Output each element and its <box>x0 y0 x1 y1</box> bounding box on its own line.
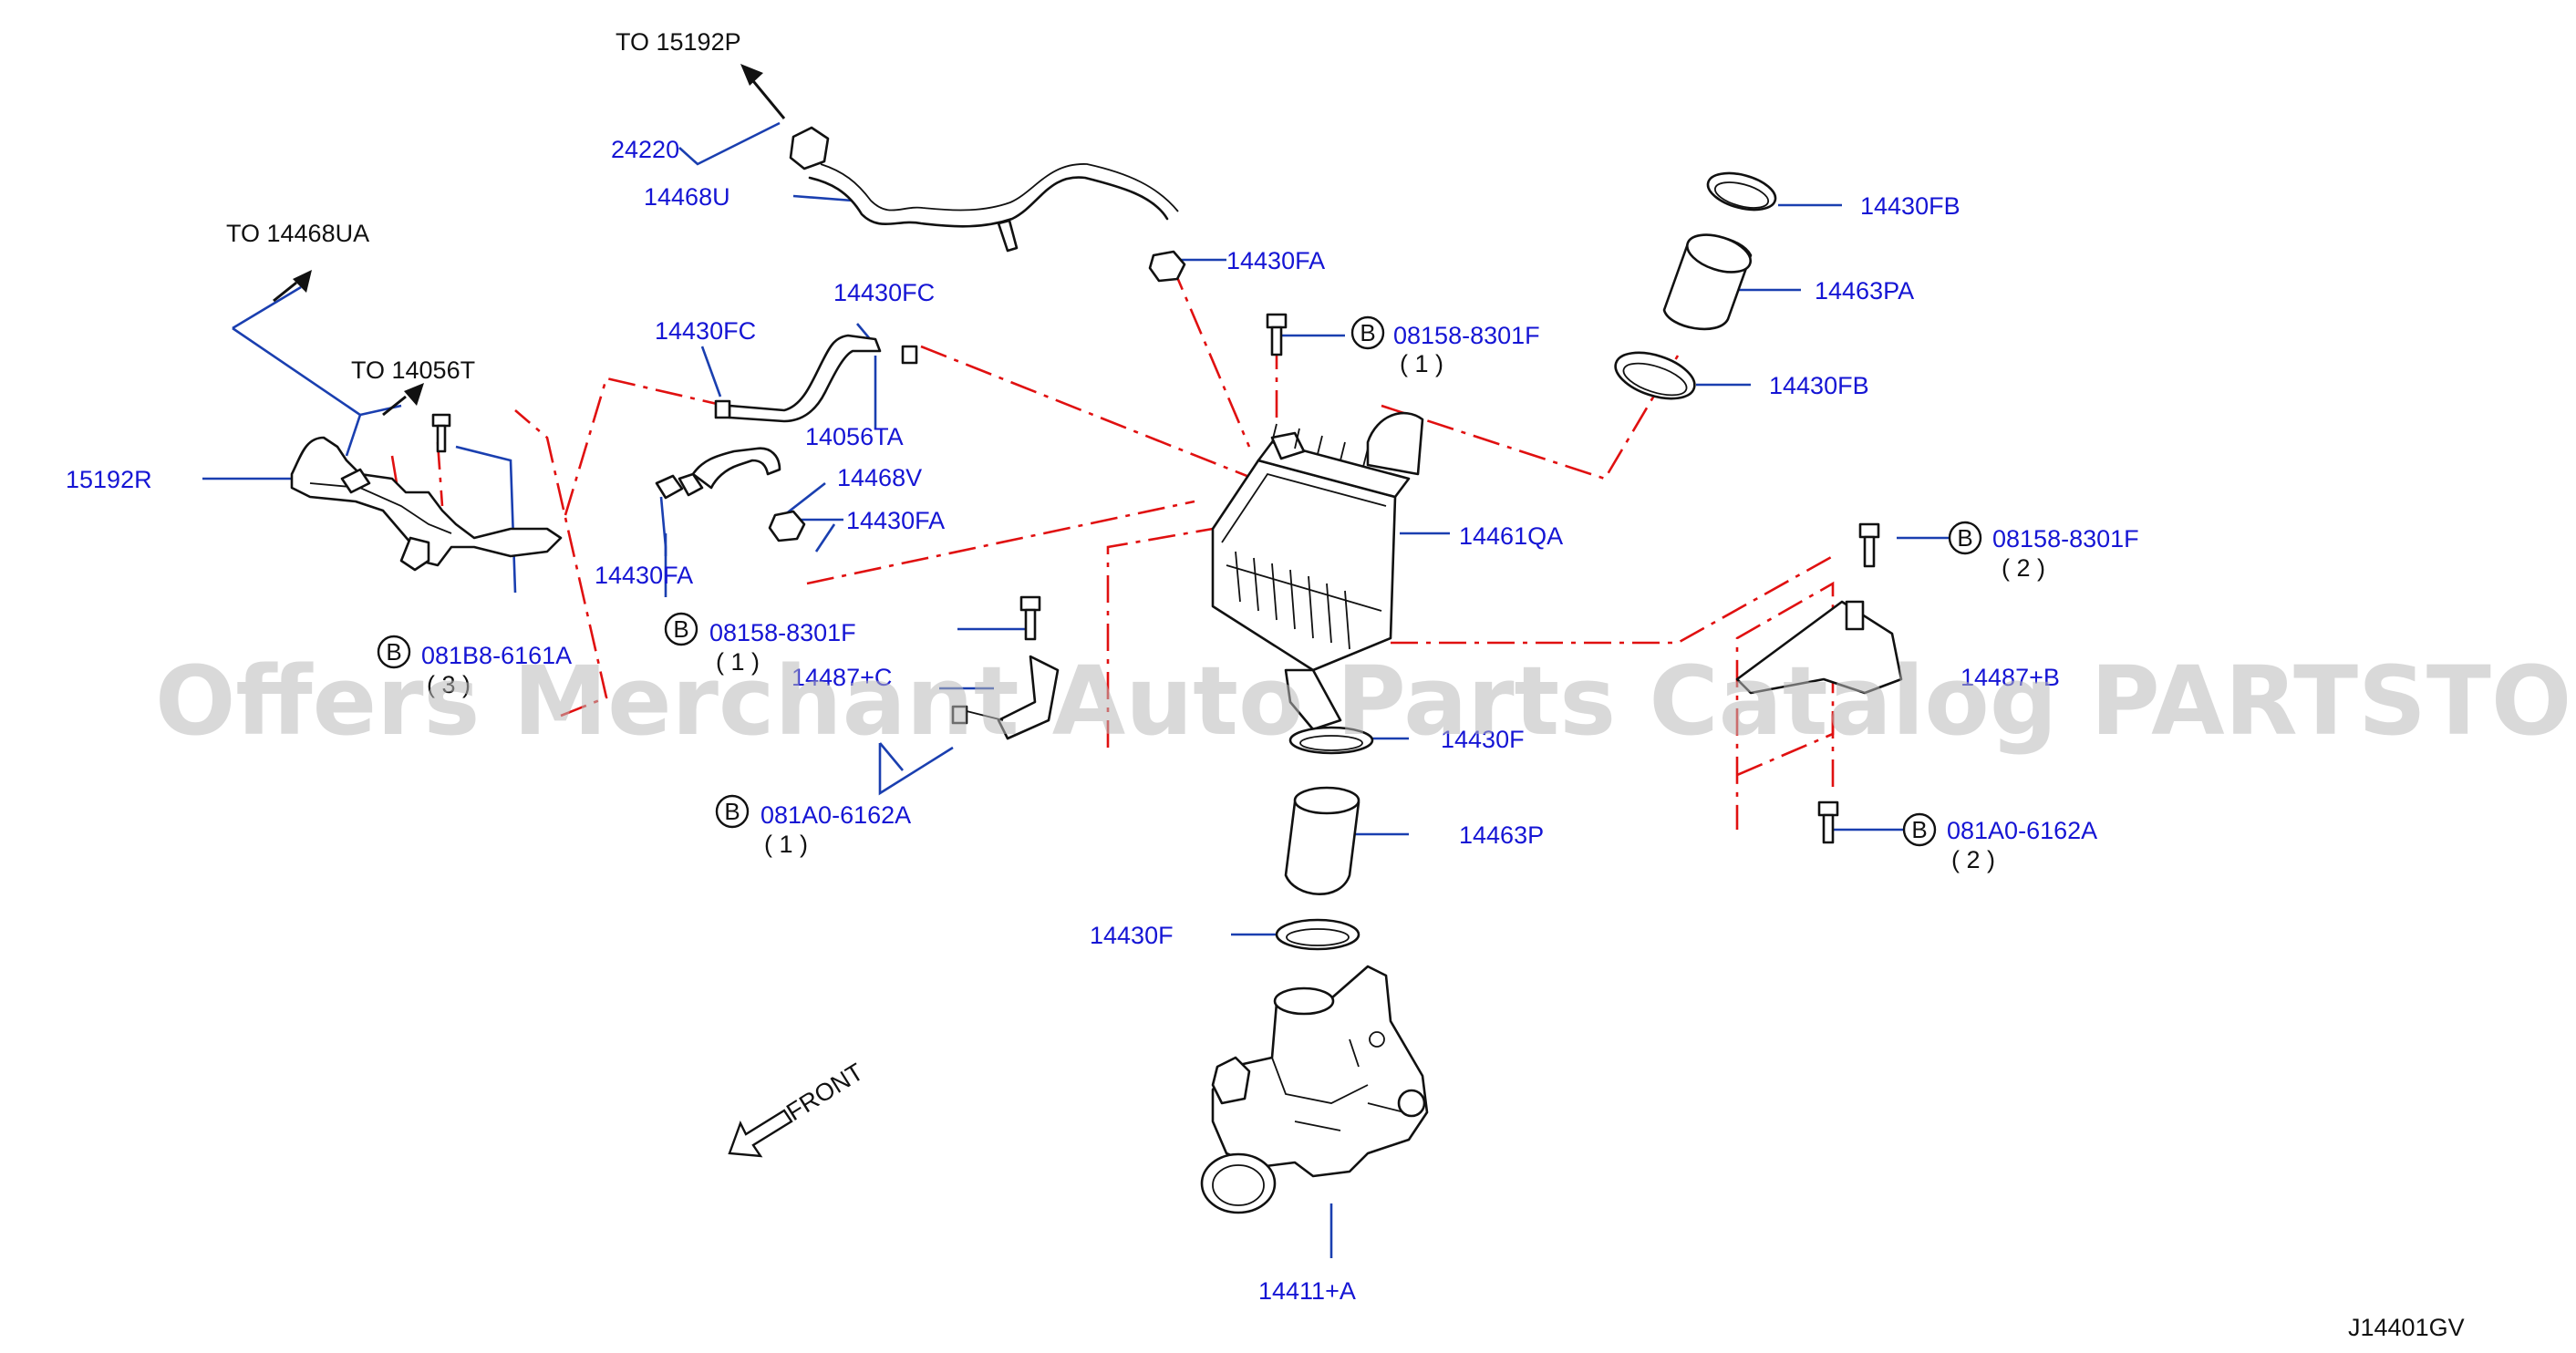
label-14430f-low: 14430F <box>1090 922 1174 949</box>
label-08158-c-qty: ( 1 ) <box>716 648 760 676</box>
label-08158-top-qty: ( 1 ) <box>1400 350 1443 377</box>
label-to-14468ua: TO 14468UA <box>226 220 369 247</box>
throttle-body-14411a <box>1200 965 1429 1214</box>
bolt-081a0-r <box>1817 800 1839 844</box>
b-marker-08158-c: B <box>664 612 698 646</box>
hose-14056ta <box>714 334 918 423</box>
label-14468u: 14468U <box>644 183 730 211</box>
label-to-14056t: TO 14056T <box>351 356 475 384</box>
label-14430fb-top: 14430FB <box>1860 192 1960 220</box>
svg-text:B: B <box>1911 816 1927 843</box>
bolt-08158-top <box>1266 313 1288 356</box>
label-diagram-id: J14401GV <box>2348 1314 2465 1341</box>
svg-text:B: B <box>1957 524 1972 552</box>
label-08158-r: 08158-8301F <box>1992 525 2139 553</box>
arrow-to-14468ua <box>273 270 312 303</box>
arrow-to-15192p <box>740 64 786 119</box>
clamp-14430f-low <box>1275 918 1360 951</box>
label-to-15192p: TO 15192P <box>616 28 741 56</box>
clamp-14430fb-low <box>1614 351 1696 400</box>
label-08158-r-qty: ( 2 ) <box>2002 554 2045 582</box>
hose-14463pa <box>1662 233 1753 331</box>
svg-text:B: B <box>724 798 740 825</box>
label-081a0-l: 081A0-6162A <box>760 801 911 829</box>
arrow-to-14056t <box>382 383 424 417</box>
label-14411a: 14411+A <box>1258 1277 1356 1305</box>
svg-text:B: B <box>1360 319 1375 346</box>
label-14430fa-top: 14430FA <box>1226 247 1325 274</box>
clamp-24220 <box>789 126 830 170</box>
label-14430fc-left: 14430FC <box>655 317 756 345</box>
hose-14468v <box>655 447 781 500</box>
bolt-081b8 <box>431 413 451 453</box>
label-081b8: 081B8-6161A <box>421 642 572 669</box>
b-marker-081b8: B <box>377 635 411 669</box>
label-24220: 24220 <box>611 136 679 163</box>
label-14461qa: 14461QA <box>1459 522 1563 550</box>
front-arrow <box>728 1109 793 1158</box>
bracket-14487c <box>951 655 1060 740</box>
label-081a0-r-qty: ( 2 ) <box>1951 846 1995 873</box>
clamp-14430fa-mid <box>768 510 806 542</box>
label-front: FRONT <box>781 1058 868 1126</box>
label-14430fc-right: 14430FC <box>833 279 935 306</box>
assembly-lines <box>390 263 1835 830</box>
label-081b8-qty: ( 3 ) <box>427 671 471 698</box>
label-081a0-r: 081A0-6162A <box>1947 817 2097 844</box>
label-14463p: 14463P <box>1459 821 1544 849</box>
hose-14463p <box>1284 786 1360 895</box>
label-14430fb-low: 14430FB <box>1769 372 1869 399</box>
label-14430fa-low: 14430FA <box>595 562 693 589</box>
label-14430fa-mid: 14430FA <box>846 507 945 534</box>
clamp-14430fa-top <box>1148 250 1186 283</box>
b-marker-081a0-l: B <box>715 794 750 829</box>
b-marker-08158-top: B <box>1350 315 1385 350</box>
label-08158-top: 08158-8301F <box>1393 322 1540 349</box>
watermark-text: Offers Merchant Auto Parts Catalog PARTS… <box>155 646 2576 757</box>
label-081a0-l-qty: ( 1 ) <box>764 831 808 858</box>
bolt-08158-r <box>1858 522 1880 568</box>
svg-text:B: B <box>386 638 401 666</box>
svg-text:B: B <box>673 615 688 643</box>
pipe-15192r <box>290 436 563 572</box>
bolt-08158-c <box>1019 595 1041 641</box>
label-14463pa: 14463PA <box>1815 277 1914 305</box>
clamp-14430fb-top <box>1706 171 1777 212</box>
labels: TO 15192P TO 14468UA TO 14056T 24220 144… <box>66 28 2465 1341</box>
bracket-14487b <box>1735 600 1903 695</box>
label-14468v: 14468V <box>837 464 922 491</box>
label-14056ta: 14056TA <box>805 423 904 450</box>
b-marker-08158-r: B <box>1948 521 1982 555</box>
label-14430f-top: 14430F <box>1441 726 1525 753</box>
label-14487b: 14487+B <box>1960 664 2060 691</box>
intercooler-14461qa <box>1211 411 1424 731</box>
label-08158-c: 08158-8301F <box>709 619 856 646</box>
label-15192r: 15192R <box>66 466 152 493</box>
b-marker-081a0-r: B <box>1902 812 1937 847</box>
hose-14468u <box>808 163 1179 253</box>
label-14487c: 14487+C <box>791 664 892 691</box>
clamp-14430f-top <box>1288 726 1374 755</box>
